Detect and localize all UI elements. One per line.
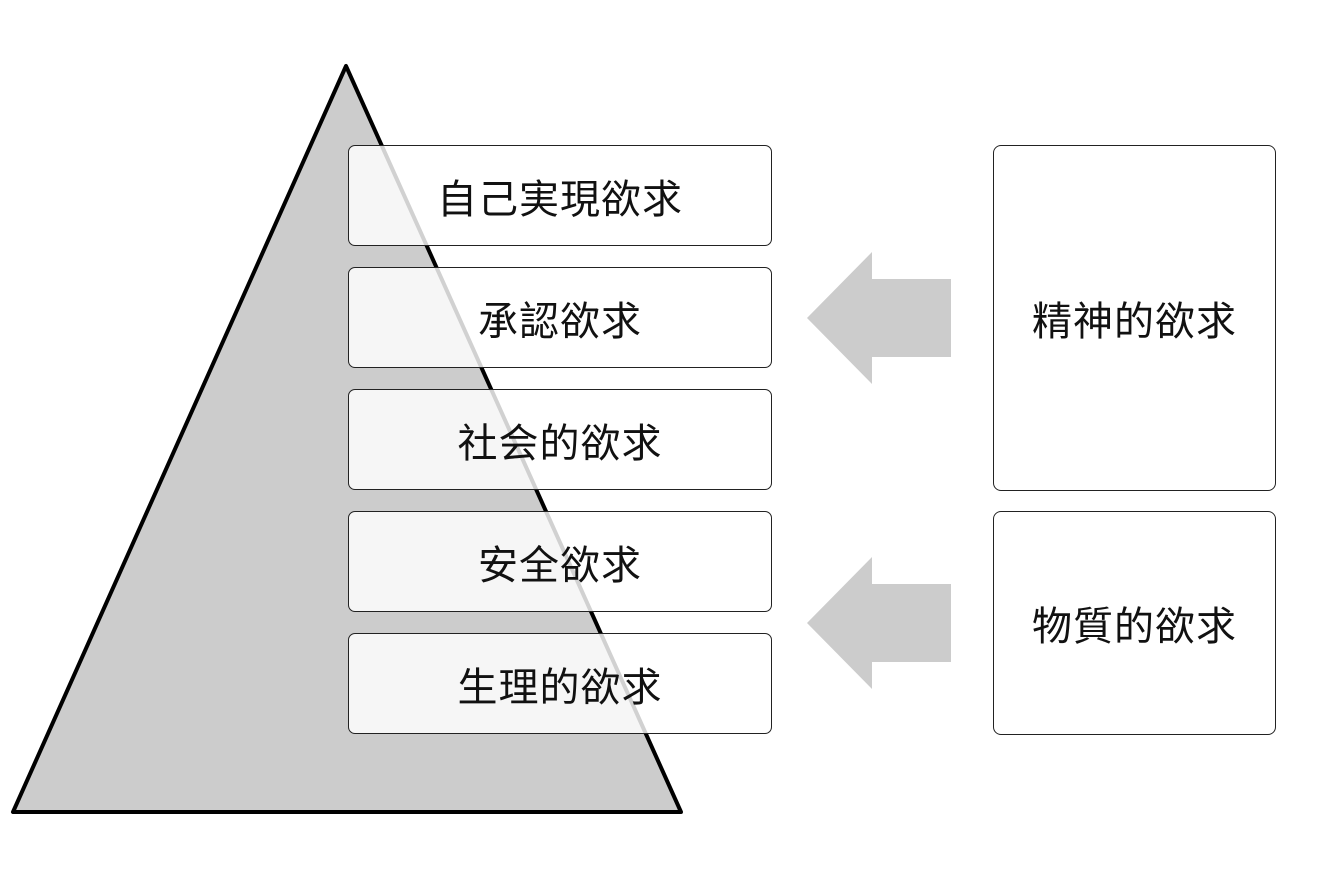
category-material-needs: 物質的欲求 — [993, 511, 1276, 735]
level-esteem: 承認欲求 — [348, 267, 772, 368]
level-safety: 安全欲求 — [348, 511, 772, 612]
level-social: 社会的欲求 — [348, 389, 772, 490]
category-spiritual-needs: 精神的欲求 — [993, 145, 1276, 491]
level-physiological: 生理的欲求 — [348, 633, 772, 734]
left-arrow-icon — [807, 252, 951, 384]
left-arrow-icon — [807, 557, 951, 689]
level-self-actualization: 自己実現欲求 — [348, 145, 772, 246]
